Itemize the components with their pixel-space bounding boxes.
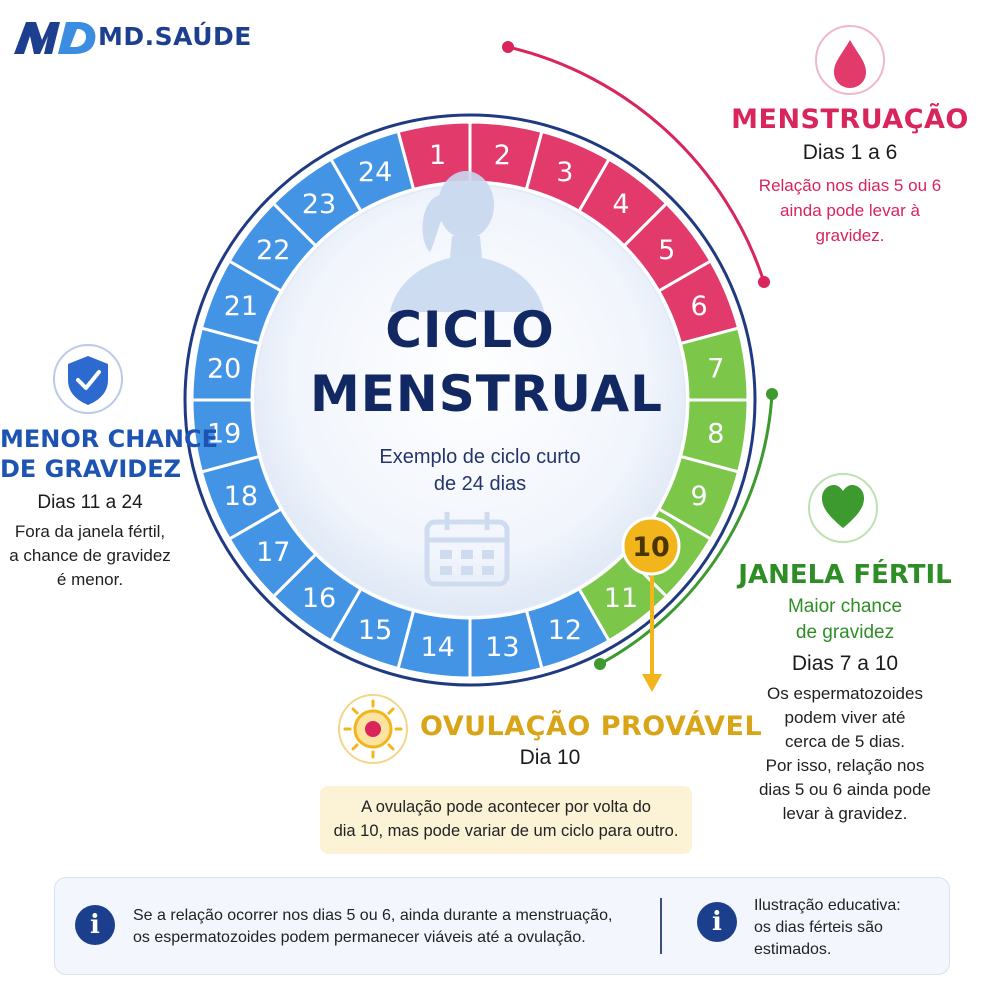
ovulation-marker-label: 10 [632,532,670,563]
menstruation-note-line: ainda pode levar à [780,201,920,220]
day-label-12: 12 [548,615,582,646]
fertile-note-line: podem viver até [784,708,906,727]
day-label-20: 20 [207,354,241,385]
day-label-7: 7 [707,354,724,385]
egg-cell-icon [338,694,408,764]
menstruation-days: Dias 1 a 6 [802,141,898,164]
calendar-icon-cells [440,550,494,575]
woman-silhouette-icon [390,171,544,312]
day-label-23: 23 [302,189,336,220]
center-title-line2: MENSTRUAL [310,365,663,423]
center-title-line1: CICLO [385,301,555,359]
heart-icon [808,473,878,543]
day-label-1: 1 [429,140,446,171]
brand-logo [14,22,96,54]
menstruation-arc [507,45,766,283]
day-label-11: 11 [604,583,638,614]
fertile-note-line: Os espermatozoides [767,684,923,703]
day-label-8: 8 [707,418,724,449]
low-chance-note-line: é menor. [56,570,124,589]
ovulation-note-box: A ovulação pode acontecer por volta do d… [320,786,692,854]
day-label-9: 9 [691,481,708,512]
ovulation-pointer-arrow [642,674,662,692]
footer-left-line: os espermatozoides podem permanecer viáv… [133,929,586,946]
day-label-18: 18 [224,481,258,512]
menstruation-arc-end-dot [758,276,770,288]
low-chance-note-line: Fora da janela fértil, [14,522,166,541]
fertile-note-line: dias 5 ou 6 ainda pode [758,780,932,799]
center-subtitle-line1: Exemplo de ciclo curto [379,446,581,468]
day-label-16: 16 [302,583,336,614]
ovulation-marker [621,516,681,576]
menstruation-title: MENSTRUAÇÃO [731,104,969,135]
footer-right-line: Ilustração educativa: [754,897,901,914]
footer-left-line: Se a relação ocorrer nos dias 5 ou 6, ai… [133,907,613,924]
center-subtitle-line2: de 24 dias [433,473,527,495]
day-label-2: 2 [494,140,511,171]
day-label-17: 17 [256,537,290,568]
day-label-21: 21 [224,291,258,322]
low-chance-days: Dias 11 a 24 [37,492,143,513]
fertile-block: JANELA FÉRTIL Maior chance de gravidez D… [730,560,960,826]
day-label-14: 14 [420,632,454,663]
day-label-3: 3 [556,157,573,188]
fertile-note-line: Por isso, relação nos [765,756,925,775]
footer-right-text: Ilustração educativa: os dias férteis sã… [754,895,934,961]
menstruation-arc-start-dot [502,41,514,53]
low-chance-block: MENOR CHANCE DE GRAVIDEZ Dias 11 a 24 Fo… [0,424,218,592]
ovulation-title: OVULAÇÃO PROVÁVEL [420,711,763,742]
calendar-icon [424,512,510,587]
menstruation-block: MENSTRUAÇÃO Dias 1 a 6 Relação nos dias … [730,104,970,248]
shield-check-icon [53,344,123,414]
ovulation-note-line: A ovulação pode acontecer por volta do [361,798,651,816]
fertile-days: Dias 7 a 10 [791,652,899,675]
fertile-note-line: cerca de 5 dias. [784,732,905,751]
low-chance-note-line: a chance de gravidez [9,546,171,565]
day-label-5: 5 [658,235,675,266]
day-label-24: 24 [358,157,392,188]
ovulation-block: OVULAÇÃO PROVÁVEL Dia 10 [420,711,763,770]
day-label-4: 4 [612,189,629,220]
fertile-arc [599,393,774,666]
day-label-15: 15 [358,615,392,646]
footer-info-bar [54,877,950,975]
info-icon: i [75,905,115,945]
low-chance-title-line1: MENOR CHANCE [0,425,218,453]
day-label-19: 19 [207,418,241,449]
brand-name: MD.SAÚDE [98,22,252,51]
menstruation-note-line: Relação nos dias 5 ou 6 [758,176,942,195]
fertile-arc-end-dot [594,658,606,670]
fertile-subtitle-line: Maior chance [787,596,903,617]
day-label-22: 22 [256,235,290,266]
fertile-note-line: levar à gravidez. [782,804,908,823]
blood-drop-icon [815,25,885,95]
footer-left-text: Se a relação ocorrer nos dias 5 ou 6, ai… [133,905,643,949]
footer-divider [660,898,662,954]
info-icon: i [697,902,737,942]
fertile-arc-start-dot [766,388,778,400]
ovulation-days: Dia 10 [519,746,581,769]
day-label-6: 6 [691,291,708,322]
fertile-title: JANELA FÉRTIL [738,560,952,590]
low-chance-title-line2: DE GRAVIDEZ [0,455,182,483]
footer-right-line: os dias férteis são [754,919,883,936]
day-segment-24 [328,129,416,214]
ovulation-note-line: dia 10, mas pode variar de um ciclo para… [333,822,679,840]
day-label-13: 13 [485,632,519,663]
menstruation-note-line: gravidez. [815,226,885,245]
footer-right-line: estimados. [754,941,832,958]
fertile-subtitle-line: de gravidez [795,622,895,643]
